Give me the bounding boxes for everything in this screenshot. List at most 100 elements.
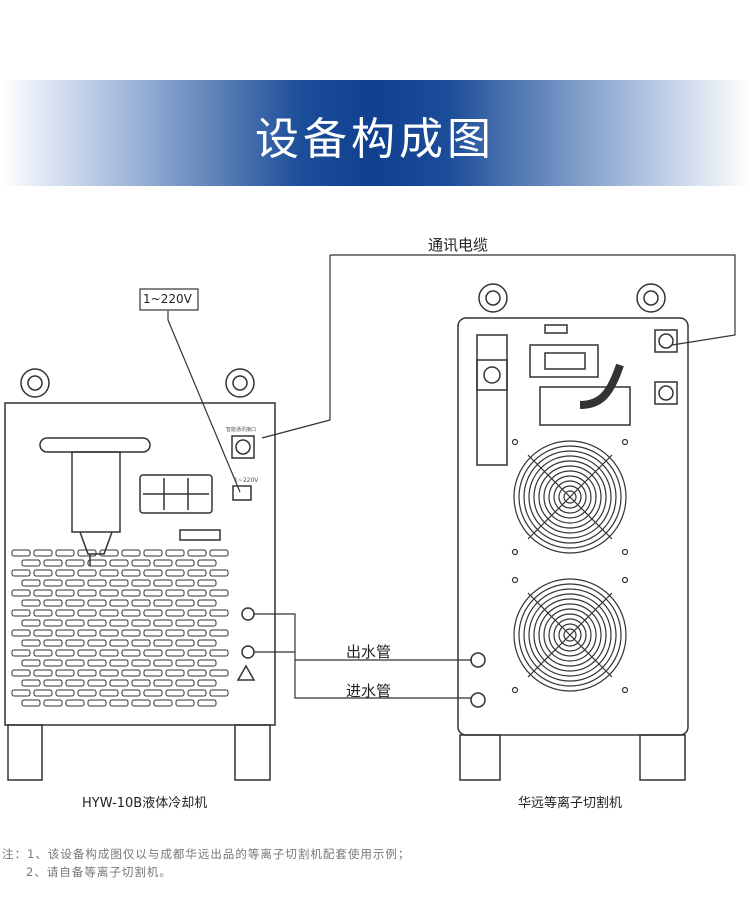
vent-slot <box>143 669 163 677</box>
vent-slot <box>99 689 119 697</box>
vent-slot <box>11 609 31 617</box>
vent-slot <box>43 599 63 607</box>
vent-slot <box>33 609 53 617</box>
vent-slot <box>175 619 195 627</box>
vent-slot <box>99 669 119 677</box>
vent-slot <box>197 639 217 647</box>
vent-slot <box>21 639 41 647</box>
vent-slot <box>87 639 107 647</box>
vent-slot <box>65 619 85 627</box>
vent-slot <box>153 579 173 587</box>
vent-slot <box>99 569 119 577</box>
vent-slot <box>197 699 217 707</box>
vent-slot <box>187 629 207 637</box>
vent-slot <box>11 569 31 577</box>
vent-slot <box>209 549 229 557</box>
vent-slot <box>65 659 85 667</box>
vent-slot <box>21 619 41 627</box>
vent-slot <box>131 599 151 607</box>
vent-slot <box>33 549 53 557</box>
vent-slot <box>87 599 107 607</box>
vent-slot <box>109 699 129 707</box>
note-line-2: 2、请自备等离子切割机。 <box>26 865 172 879</box>
vent-slot <box>65 599 85 607</box>
vent-slot <box>131 619 151 627</box>
note-line-1: 注：1、该设备构成图仅以与成都华远出品的等离子切割机配套使用示例； <box>2 847 411 861</box>
vent-slot <box>153 639 173 647</box>
vent-slot <box>33 669 53 677</box>
plasma-cutter-unit <box>457 283 689 781</box>
vent-slot <box>153 619 173 627</box>
vent-slot <box>65 639 85 647</box>
vent-slot <box>187 589 207 597</box>
vent-slot <box>187 689 207 697</box>
vent-slot <box>33 649 53 657</box>
vent-slot <box>153 559 173 567</box>
vent-slot <box>121 669 141 677</box>
power-label: 1~220V <box>143 292 192 306</box>
vent-slot <box>87 659 107 667</box>
vent-slot <box>77 609 97 617</box>
vent-slot <box>131 659 151 667</box>
power-label-box <box>139 288 199 311</box>
vent-slot <box>55 549 75 557</box>
vent-slot <box>209 669 229 677</box>
vent-slot <box>209 589 229 597</box>
vent-slot <box>187 569 207 577</box>
vent-slot <box>143 609 163 617</box>
vent-slot <box>65 699 85 707</box>
vent-slot <box>43 699 63 707</box>
vent-slot <box>131 699 151 707</box>
vent-slot <box>99 609 119 617</box>
vent-slot <box>21 679 41 687</box>
vent-slot <box>197 659 217 667</box>
vent-slot <box>77 549 97 557</box>
vent-slot <box>209 569 229 577</box>
vent-slot <box>99 549 119 557</box>
vent-slot <box>11 629 31 637</box>
vent-slot <box>43 639 63 647</box>
cutter-caption: 华远等离子切割机 <box>518 796 623 811</box>
vent-slot <box>175 639 195 647</box>
vent-slot <box>121 589 141 597</box>
vent-slot <box>209 649 229 657</box>
vent-slot <box>165 689 185 697</box>
vent-slot <box>77 689 97 697</box>
vent-slot <box>143 689 163 697</box>
vent-slot <box>109 679 129 687</box>
vent-slot <box>165 629 185 637</box>
vent-slot <box>55 629 75 637</box>
vent-slot <box>55 669 75 677</box>
vent-slot <box>165 669 185 677</box>
vent-slot <box>87 579 107 587</box>
vent-slot <box>121 549 141 557</box>
vent-slot <box>77 649 97 657</box>
vent-slot <box>109 619 129 627</box>
vent-slot <box>87 559 107 567</box>
vent-slot <box>99 649 119 657</box>
vent-slot <box>21 659 41 667</box>
vent-slot <box>33 589 53 597</box>
vent-slot <box>175 579 195 587</box>
vent-slot <box>175 659 195 667</box>
vent-slot <box>11 589 31 597</box>
vent-slot <box>131 679 151 687</box>
vent-slot <box>65 579 85 587</box>
vent-slot <box>87 699 107 707</box>
water-out-label: 出水管 <box>346 643 392 661</box>
vent-slot <box>109 639 129 647</box>
vent-slot <box>143 629 163 637</box>
vent-slot <box>165 589 185 597</box>
vent-slot <box>121 609 141 617</box>
vent-slot <box>21 699 41 707</box>
water-in-label: 进水管 <box>346 682 392 700</box>
vent-slot <box>197 679 217 687</box>
vent-slot <box>77 669 97 677</box>
vent-slot <box>11 689 31 697</box>
vent-slot <box>187 669 207 677</box>
vent-slot <box>209 629 229 637</box>
vent-slot <box>175 599 195 607</box>
vent-slot <box>187 649 207 657</box>
vent-slot <box>77 589 97 597</box>
vent-slot <box>209 609 229 617</box>
